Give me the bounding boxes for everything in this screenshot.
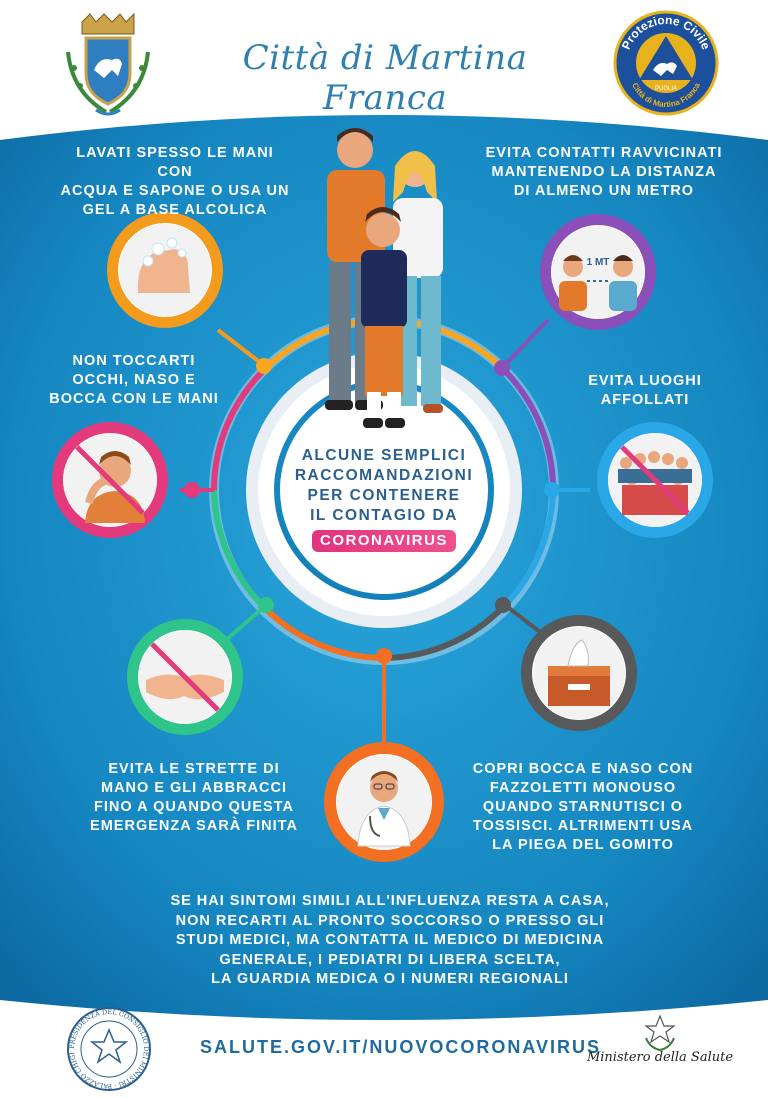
protezione-text-mid: PUGLIA — [655, 86, 677, 92]
town-crest-icon — [66, 12, 150, 116]
ministry-label: Ministero della Salute — [586, 1050, 734, 1065]
bottom-line-1: SE HAI SINTOMI SIMILI ALL'INFLUENZA REST… — [170, 893, 610, 909]
tip-no-touch: NON TOCCARTI OCCHI, NASO E BOCCA CON LE … — [44, 352, 224, 409]
no-crowds-icon — [609, 434, 701, 526]
center-line-4: IL CONTAGIO DA — [310, 507, 458, 524]
tip-tissue-line3: QUANDO STARNUTISCI O — [482, 799, 684, 815]
coronavirus-badge: CORONAVIRUS — [312, 530, 456, 552]
tip-crowds: EVITA LUOGHI AFFOLLATI — [580, 372, 710, 410]
tip-handshake-line1: EVITA LE STRETTE DI — [108, 761, 280, 777]
no-face-touch-icon — [64, 434, 156, 526]
italian-emblem-icon — [644, 1014, 676, 1052]
tip-distance-line1: EVITA CONTATTI RAVVICINATI — [485, 145, 723, 161]
bottom-advice: SE HAI SINTOMI SIMILI ALL'INFLUENZA REST… — [140, 892, 640, 990]
doctor-icon — [337, 755, 431, 849]
tip-tissue-line4: TOSSISCI. ALTRIMENTI USA — [472, 818, 694, 834]
bottom-line-3: STUDI MEDICI, MA CONTATTA IL MEDICO DI M… — [175, 932, 605, 948]
bottom-line-4: GENERALE, I PEDIATRI DI LIBERA SCELTA, — [219, 951, 561, 968]
social-distance-icon: 1 MT — [552, 226, 644, 318]
tip-distance-line3: DI ALMENO UN METRO — [513, 183, 695, 199]
tip-tissue-line2: FAZZOLETTI MONOUSO — [489, 780, 677, 796]
hand-washing-icon — [119, 224, 211, 316]
center-line-2: RACCOMANDAZIONI — [294, 467, 474, 484]
presidenza-seal-icon: PRESIDENZA DEL CONSIGLIO DEI MINISTRI · … — [67, 1007, 151, 1091]
bottom-line-5: LA GUARDIA MEDICA O I NUMERI REGIONALI — [211, 971, 569, 987]
page-title: Città di Martina Franca — [242, 38, 528, 118]
bottom-line-2: NON RECARTI AL PRONTO SOCCORSO O PRESSO … — [175, 912, 605, 929]
tip-handshake-line2: MANO E GLI ABBRACCI — [100, 780, 287, 796]
tip-no-touch-line2: OCCHI, NASO E — [72, 372, 196, 388]
tip-distance: EVITA CONTATTI RAVVICINATI MANTENENDO LA… — [484, 144, 724, 201]
tip-distance-line2: MANTENENDO LA DISTANZA — [491, 164, 717, 180]
center-message: ALCUNE SEMPLICI RACCOMANDAZIONI PER CONT… — [276, 446, 492, 552]
tissue-box-icon — [533, 627, 625, 719]
tip-tissue-line1: COPRI BOCCA E NASO CON — [472, 761, 694, 777]
center-line-1: ALCUNE SEMPLICI — [301, 447, 467, 464]
family-illustration — [325, 128, 443, 428]
tip-handshake: EVITA LE STRETTE DI MANO E GLI ABBRACCI … — [84, 760, 304, 836]
footer-url-link[interactable]: SALUTE.GOV.IT/NUOVOCORONAVIRUS — [200, 1037, 602, 1057]
tip-no-touch-line3: BOCCA CON LE MANI — [49, 391, 219, 407]
protezione-civile-logo-icon: Protezione Civile PUGLIA Città di Martin… — [613, 10, 719, 116]
tip-wash-hands-line2: ACQUA E SAPONE O USA UN — [60, 183, 290, 199]
tip-tissue: COPRI BOCCA E NASO CON FAZZOLETTI MONOUS… — [468, 760, 698, 855]
tip-crowds-line1: EVITA LUOGHI — [588, 373, 702, 389]
tip-wash-hands-line1: LAVATI SPESSO LE MANI CON — [76, 145, 274, 180]
tip-handshake-line4: EMERGENZA SARÀ FINITA — [90, 818, 298, 834]
distance-label: 1 MT — [587, 257, 610, 268]
center-line-3: PER CONTENERE — [307, 487, 461, 504]
tip-handshake-line3: FINO A QUANDO QUESTA — [94, 799, 294, 815]
tip-tissue-line5: LA PIEGA DEL GOMITO — [492, 837, 674, 853]
tip-no-touch-line1: NON TOCCARTI — [72, 353, 196, 369]
tip-crowds-line2: AFFOLLATI — [600, 392, 690, 408]
tip-wash-hands: LAVATI SPESSO LE MANI CON ACQUA E SAPONE… — [60, 144, 290, 220]
no-handshake-icon — [139, 631, 231, 723]
tip-wash-hands-line3: GEL A BASE ALCOLICA — [82, 202, 268, 218]
